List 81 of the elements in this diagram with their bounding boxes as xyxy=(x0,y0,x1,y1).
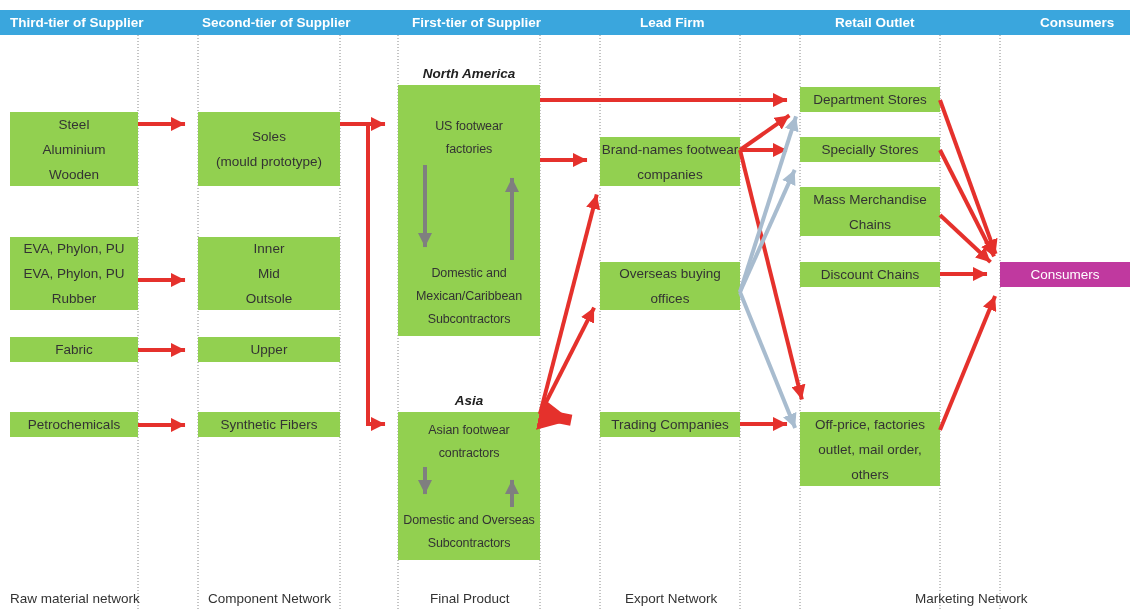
arrow xyxy=(138,272,186,288)
arrow xyxy=(938,295,997,431)
node-text: Synthetic Fibers xyxy=(220,416,318,434)
node-text: Consumers xyxy=(1030,266,1100,284)
column-header: Second-tier of Supplier xyxy=(202,15,351,30)
process-box xyxy=(800,137,940,162)
node-text: Upper xyxy=(250,341,288,359)
process-box xyxy=(198,337,340,362)
process-box xyxy=(800,187,940,236)
arrow xyxy=(740,416,788,432)
arrow xyxy=(540,152,588,168)
arrow xyxy=(138,116,186,132)
process-box xyxy=(10,412,138,437)
column-header: Third-tier of Supplier xyxy=(10,15,144,30)
arrow xyxy=(340,122,386,432)
node-text: EVA, Phylon, PU xyxy=(23,240,125,258)
node-text: Trading Companies xyxy=(611,416,729,434)
node-text: Steel xyxy=(58,115,90,134)
arrow xyxy=(938,149,996,258)
process-box xyxy=(800,412,940,486)
arrow xyxy=(938,99,998,255)
region-heading: North America xyxy=(421,65,517,83)
node-text: Asian footwear contractors xyxy=(398,417,540,467)
arrow xyxy=(138,342,186,358)
arrow xyxy=(738,115,799,293)
column-header: Consumers xyxy=(1040,15,1115,30)
arrow xyxy=(738,291,797,429)
process-box xyxy=(198,237,340,310)
node-text: Mass Merchandise Chains xyxy=(812,190,928,234)
network-label: Raw material network xyxy=(10,591,140,606)
arrow xyxy=(538,194,601,415)
process-box xyxy=(198,112,340,186)
arrow xyxy=(940,266,988,282)
node-text: Aluminium xyxy=(42,140,106,159)
node-text: Petrochemicals xyxy=(27,416,121,434)
node-text: Wooden xyxy=(48,165,99,184)
process-box xyxy=(600,412,740,437)
node-text: Department Stores xyxy=(813,91,927,109)
arrow xyxy=(540,92,788,108)
column-header: First-tier of Supplier xyxy=(412,15,541,30)
arrow xyxy=(738,149,806,400)
arrow xyxy=(538,306,596,415)
arrow xyxy=(417,467,433,495)
arrow xyxy=(938,213,992,264)
node-text: Outsole xyxy=(245,290,293,308)
node-text: EVA, Phylon, PU xyxy=(23,265,125,283)
network-label: Marketing Network xyxy=(915,591,1028,606)
arrow xyxy=(504,479,520,507)
process-box xyxy=(10,112,138,186)
arrow xyxy=(504,177,520,260)
arrow xyxy=(417,165,433,248)
process-box xyxy=(198,412,340,437)
column-header: Retail Outlet xyxy=(835,15,915,30)
network-label: Final Product xyxy=(430,591,510,606)
node-text: Brand-names footwear companies xyxy=(600,140,740,184)
node-text: Rubber xyxy=(51,290,97,308)
node-text: Overseas buying offices xyxy=(618,265,722,308)
arrow xyxy=(138,417,186,433)
process-box xyxy=(10,237,138,310)
node-text: Domestic and Mexican/Caribbean Subcontractors xyxy=(398,260,540,336)
network-label: Component Network xyxy=(208,591,332,606)
node-text: (mould prototype) xyxy=(216,153,322,171)
node-text: US footwear factories xyxy=(398,113,540,165)
node-text: Soles xyxy=(252,128,286,146)
node-text: Fabric xyxy=(55,341,93,359)
process-box xyxy=(800,262,940,287)
arrow xyxy=(738,169,797,293)
node-text: Off-price, factories outlet, mail order, others xyxy=(813,415,926,484)
process-box xyxy=(600,262,740,310)
column-header: Lead Firm xyxy=(640,15,705,30)
arrow xyxy=(738,113,791,152)
node-text: Mid xyxy=(258,265,280,283)
node-text: Inner xyxy=(253,240,285,258)
node-text: Domestic and Overseas Subcontractors xyxy=(398,507,540,560)
network-label: Export Network xyxy=(625,591,718,606)
process-box xyxy=(10,337,138,362)
node-text: Discount Chains xyxy=(820,266,920,284)
process-box xyxy=(800,87,940,112)
region-heading: Asia xyxy=(453,392,485,410)
consumer-box xyxy=(1000,262,1130,287)
node-text: Specially Stores xyxy=(821,141,919,159)
